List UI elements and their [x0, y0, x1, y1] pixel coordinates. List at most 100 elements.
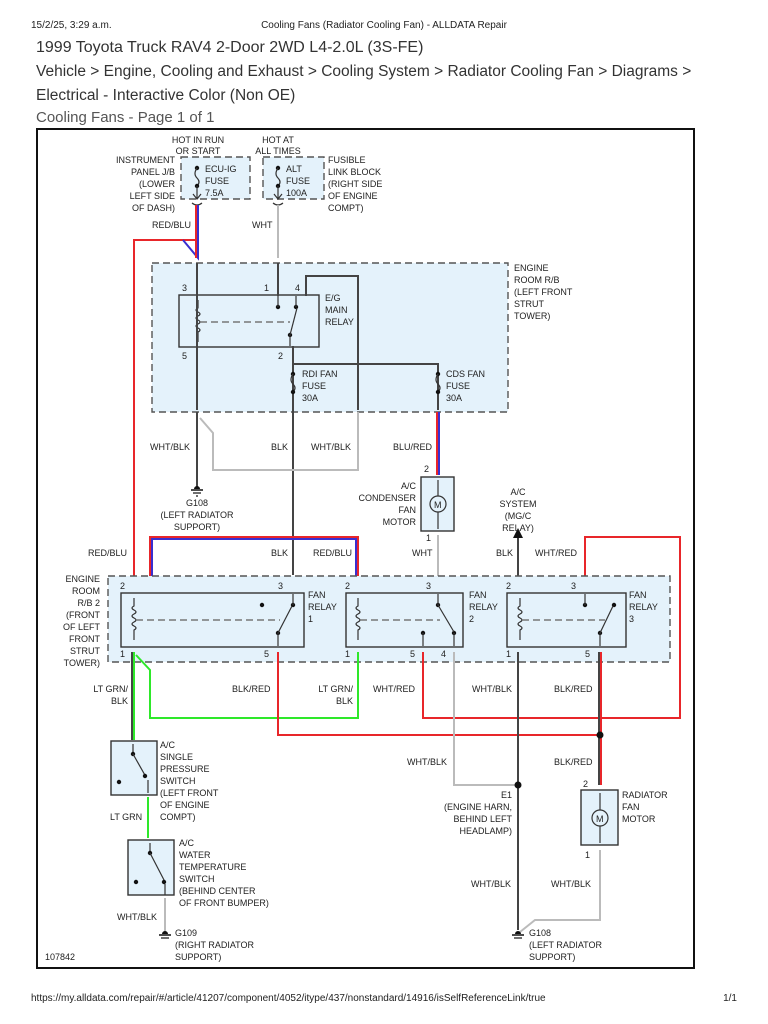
alt-fuse-icon [273, 165, 283, 200]
svg-text:FUSE: FUSE [205, 176, 229, 186]
pin-label: 1 [264, 283, 269, 293]
pin-label: 2 [345, 581, 350, 591]
svg-text:WATER: WATER [179, 850, 211, 860]
print-datetime: 15/2/25, 3:29 a.m. [31, 20, 112, 31]
wire-label: BLK [271, 442, 288, 452]
svg-text:(LOWER: (LOWER [139, 179, 176, 189]
svg-text:LEFT SIDE: LEFT SIDE [130, 191, 175, 201]
svg-text:SUPPORT): SUPPORT) [175, 952, 221, 962]
wire-label: BLK/RED [554, 757, 593, 767]
water-temp-switch-icon [133, 843, 167, 895]
print-url: https://my.alldata.com/repair/#/article/… [31, 993, 546, 1004]
svg-text:7.5A: 7.5A [205, 188, 224, 198]
pin-label: 3 [278, 581, 283, 591]
svg-text:SUPPORT): SUPPORT) [174, 522, 220, 532]
svg-text:(RIGHT SIDE: (RIGHT SIDE [328, 179, 382, 189]
svg-text:FUSE: FUSE [446, 381, 470, 391]
alt-fuse-label: ALT [286, 164, 302, 174]
label: OR START [176, 146, 221, 156]
label: HOT IN RUN [172, 135, 224, 145]
breadcrumb-continued: Electrical - Interactive Color (Non OE) [36, 87, 296, 104]
svg-text:FAN: FAN [622, 802, 640, 812]
svg-text:FRONT: FRONT [69, 634, 100, 644]
svg-text:RELAY: RELAY [308, 602, 337, 612]
pin-label: 2 [278, 351, 283, 361]
svg-text:OF FRONT BUMPER): OF FRONT BUMPER) [179, 898, 269, 908]
svg-text:RELAY: RELAY [469, 602, 498, 612]
svg-text:BEHIND LEFT: BEHIND LEFT [453, 814, 512, 824]
pin-label: 1 [506, 649, 511, 659]
arrow-up-icon [513, 528, 523, 538]
svg-text:(RIGHT RADIATOR: (RIGHT RADIATOR [175, 940, 255, 950]
wire-label: RED/BLU [313, 548, 352, 558]
alt-fuse-box [262, 156, 325, 200]
pin-label: 1 [345, 649, 350, 659]
svg-text:(LEFT RADIATOR: (LEFT RADIATOR [529, 940, 603, 950]
svg-text:3: 3 [629, 614, 634, 624]
ecu-ig-fuse-label: ECU-IG [205, 164, 237, 174]
wire-label: RED/BLU [88, 548, 127, 558]
svg-text:COMPT): COMPT) [328, 203, 364, 213]
wire-label: RED/BLU [152, 220, 191, 230]
pressure-switch-box [110, 740, 158, 796]
pressure-switch-icon [116, 744, 149, 793]
svg-text:LINK BLOCK: LINK BLOCK [328, 167, 381, 177]
ac-system-label: A/C [510, 487, 526, 497]
svg-text:STRUT: STRUT [70, 646, 100, 656]
ecu-ig-fuse-box [180, 156, 251, 200]
wire-label: LT GRN/ [93, 684, 128, 694]
svg-text:RELAY: RELAY [325, 317, 354, 327]
wire-label: WHT/BLK [407, 757, 447, 767]
eg-main-relay-label: E/G [325, 293, 341, 303]
splice-e1-label: E1 [501, 790, 512, 800]
pin-label: 3 [571, 581, 576, 591]
splice-e1-icon [514, 781, 522, 789]
label: HOT AT [262, 135, 294, 145]
wire-label: WHT/RED [535, 548, 577, 558]
fan-relay-3-label: FAN [629, 590, 647, 600]
vehicle-title: 1999 Toyota Truck RAV4 2-Door 2WD L4-2.0… [36, 39, 424, 56]
svg-text:OF ENGINE: OF ENGINE [160, 800, 210, 810]
svg-text:RELAY): RELAY) [502, 523, 534, 533]
wire-label: WHT/BLK [117, 912, 157, 922]
svg-text:PANEL J/B: PANEL J/B [131, 167, 175, 177]
svg-text:HEADLAMP): HEADLAMP) [459, 826, 512, 836]
wire-label: BLK [271, 548, 288, 558]
svg-text:(LEFT FRONT: (LEFT FRONT [514, 287, 573, 297]
wire-label: WHT/BLK [551, 879, 591, 889]
svg-text:1: 1 [308, 614, 313, 624]
ground-g109-label: G109 [175, 928, 197, 938]
engine-room-rb-label: ENGINE [514, 263, 549, 273]
svg-text:SINGLE: SINGLE [160, 752, 193, 762]
radiator-fan-motor-label: RADIATOR [622, 790, 668, 800]
svg-text:MOTOR: MOTOR [383, 517, 417, 527]
svg-text:PRESSURE: PRESSURE [160, 764, 210, 774]
svg-text:FUSE: FUSE [286, 176, 310, 186]
print-page-title: Cooling Fans (Radiator Cooling Fan) - AL… [261, 20, 507, 31]
pin-label: 5 [182, 351, 187, 361]
label: ALL TIMES [255, 146, 301, 156]
svg-text:MAIN: MAIN [325, 305, 348, 315]
ground-g108-bottom-label: G108 [529, 928, 551, 938]
svg-text:OF ENGINE: OF ENGINE [328, 191, 378, 201]
page-title: Cooling Fans - Page 1 of 1 [36, 109, 215, 126]
svg-text:BLK: BLK [336, 696, 353, 706]
pin-label: 5 [585, 649, 590, 659]
svg-text:(MG/C: (MG/C [505, 511, 532, 521]
cds-fan-fuse-label: CDS FAN [446, 369, 485, 379]
wire-label: WHT/RED [373, 684, 415, 694]
wire-label: BLK/RED [554, 684, 593, 694]
svg-text:COMPT): COMPT) [160, 812, 196, 822]
instrument-panel-label: INSTRUMENT [116, 155, 175, 165]
fan-relay-1-label: FAN [308, 590, 326, 600]
svg-text:CONDENSER: CONDENSER [358, 493, 416, 503]
wire-label: BLU/RED [393, 442, 433, 452]
svg-text:(ENGINE HARN,: (ENGINE HARN, [444, 802, 512, 812]
pin-label: 2 [583, 779, 588, 789]
pin-label: 5 [264, 649, 269, 659]
wire-label: BLK [496, 548, 513, 558]
svg-text:(LEFT RADIATOR: (LEFT RADIATOR [160, 510, 234, 520]
connector-icon [272, 202, 284, 206]
wire-label: LT GRN/ [318, 684, 353, 694]
water-temp-switch-label: A/C [179, 838, 195, 848]
